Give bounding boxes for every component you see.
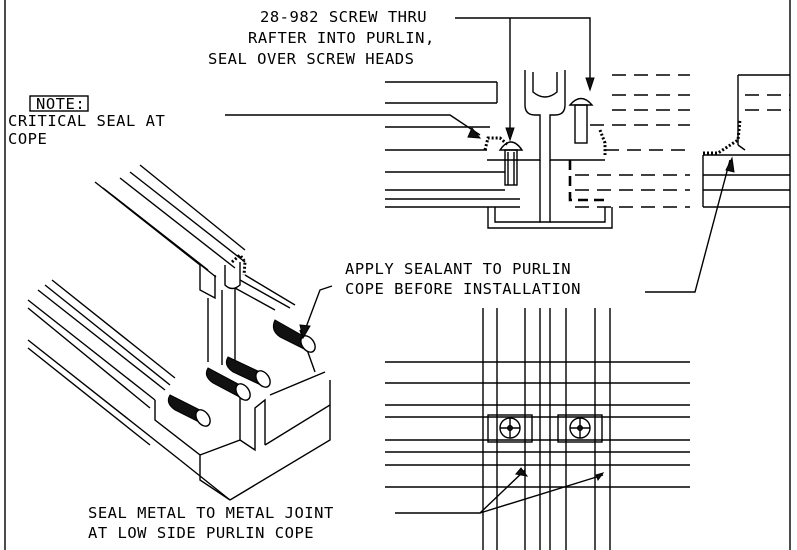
screw-head-left-icon (499, 417, 521, 439)
sealant-bead-4-icon (272, 319, 316, 353)
frame-border (4, 0, 791, 550)
sealant-bead-3-icon (225, 356, 271, 388)
screw-callout-line2: RAFTER INTO PURLIN, (248, 29, 435, 47)
screw-callout-line3: SEAL OVER SCREW HEADS (208, 50, 414, 68)
critical-seal-line2: COPE (8, 130, 47, 148)
screw-head-right-icon (569, 417, 591, 439)
isometric-view (27, 164, 331, 501)
seal-metal-line1: SEAL METAL TO METAL JOINT (88, 504, 334, 522)
apply-sealant-line2: COPE BEFORE INSTALLATION (345, 280, 581, 298)
critical-seal-line1: CRITICAL SEAL AT (8, 112, 165, 130)
seal-metal-line2: AT LOW SIDE PURLIN COPE (88, 524, 314, 542)
apply-sealant-line1: APPLY SEALANT TO PURLIN (345, 260, 571, 278)
sealant-bead-2-icon (205, 367, 251, 401)
plan-view (385, 308, 690, 550)
leader-lines (225, 17, 735, 514)
screw-callout-line1: 28-982 SCREW THRU (260, 8, 427, 26)
note-label-box (29, 95, 89, 112)
section-view (385, 70, 790, 229)
sealant-bead-1-icon (167, 394, 211, 427)
note-label: NOTE: (36, 95, 85, 113)
